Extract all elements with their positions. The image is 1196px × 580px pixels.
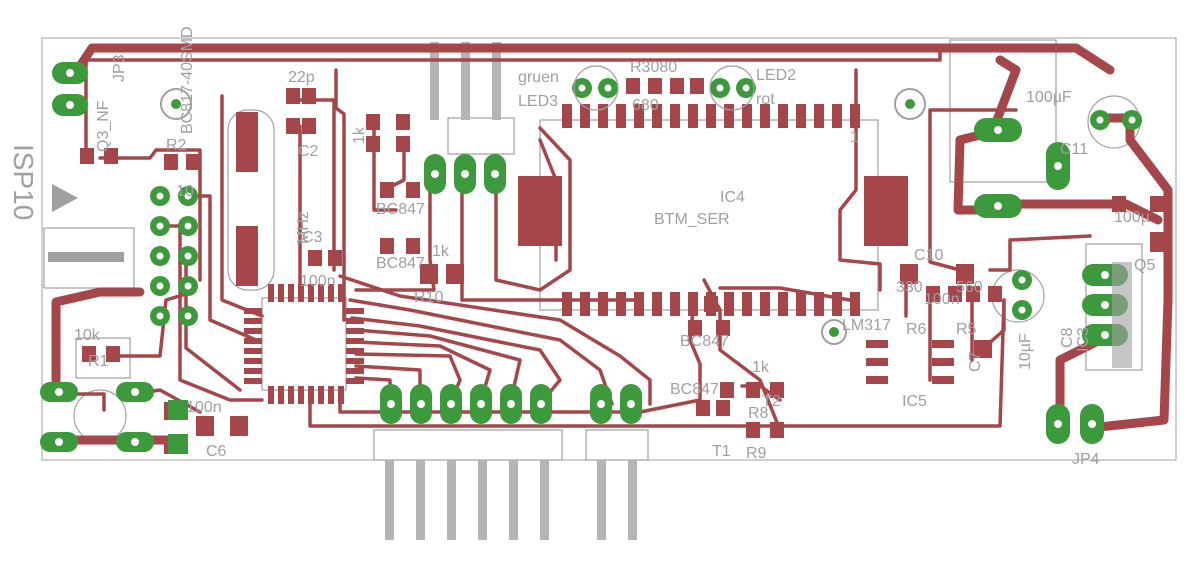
- label-c11: C11: [1060, 141, 1088, 158]
- label-ic3: IC3: [1075, 327, 1092, 352]
- isp-bar: [48, 252, 124, 262]
- label-10uf: 10µF: [1017, 333, 1034, 370]
- mounting-holes: [160, 88, 926, 345]
- label-1k-c: 1k: [752, 359, 770, 376]
- qfp-pads: [244, 284, 364, 404]
- label-1k-b: 1k: [432, 243, 450, 260]
- label-10k: 10k: [74, 327, 101, 344]
- label-100n-a: 100n: [300, 273, 336, 290]
- label-c2: C2: [298, 143, 319, 160]
- label-r9: R9: [746, 445, 767, 462]
- isp-arrow-icon: [52, 184, 78, 212]
- label-bc847-c: BC847: [680, 333, 729, 350]
- label-isp: ISP10: [8, 144, 39, 220]
- label-t1: T1: [712, 443, 731, 460]
- silkscreen-labels: JP3 BC817-40SMD Q3_NF R2 10 ISP10 10k 22…: [8, 26, 1155, 468]
- label-100n-b: 100n: [186, 399, 222, 416]
- label-r1: R1: [88, 353, 109, 370]
- label-ic4: IC4: [720, 189, 745, 206]
- label-led2: LED2: [756, 67, 796, 84]
- label-c8: C8: [1059, 327, 1076, 348]
- label-jp3: JP3: [111, 54, 128, 82]
- label-jp4: JP4: [1072, 451, 1100, 468]
- label-btm: BTM_SER: [654, 211, 730, 228]
- label-q5: Q5: [1134, 257, 1155, 274]
- label-c10: C10: [914, 247, 943, 264]
- label-pin-1: 1: [850, 129, 859, 146]
- label-c7: C7: [967, 351, 984, 372]
- label-r6: R6: [906, 321, 927, 338]
- signal-traces: [58, 46, 1092, 432]
- label-r5: R5: [956, 321, 977, 338]
- header-pins: [385, 42, 637, 540]
- pad-holes: [55, 69, 1136, 446]
- tht-pads: [40, 62, 1142, 454]
- label-ic5: IC5: [902, 393, 927, 410]
- label-c3: C3: [302, 229, 323, 246]
- label-1k-a: 1k: [351, 126, 368, 144]
- smd-pads: [80, 78, 1166, 454]
- led-outlines: [573, 65, 755, 111]
- label-gnd: BC817-40SMD: [179, 26, 196, 134]
- crystal-pads: [236, 112, 258, 286]
- label-gruen: gruen: [518, 69, 559, 86]
- label-560: 560: [956, 279, 983, 296]
- label-bc847-b: BC847: [376, 255, 425, 272]
- label-r2: R2: [166, 137, 187, 154]
- label-t2: T2: [762, 393, 781, 410]
- label-bc847-a: BC847: [376, 201, 425, 218]
- label-r10: R10: [414, 289, 443, 306]
- ic4-pads: [518, 104, 908, 316]
- label-lm317: LM317: [842, 317, 891, 334]
- ic3-body: [1112, 262, 1132, 368]
- label-r8: R8: [748, 405, 769, 422]
- label-22p: 22p: [288, 69, 315, 86]
- label-led3: LED3: [518, 93, 558, 110]
- label-330: 330: [896, 279, 923, 296]
- label-q3: Q3_NF: [95, 100, 112, 152]
- label-100u-b: 100µ: [1114, 209, 1150, 226]
- label-r2-value: 10: [176, 183, 194, 200]
- label-680: 680: [632, 97, 659, 114]
- label-rot: rot: [756, 91, 775, 108]
- label-mhz: MHz: [295, 211, 312, 244]
- label-r3080: R3080: [630, 59, 677, 76]
- label-c6: C6: [206, 443, 227, 460]
- label-100n-c: 100n: [924, 291, 960, 308]
- label-100uf-a: 100µF: [1026, 89, 1072, 106]
- label-bc847-d: BC847: [670, 381, 719, 398]
